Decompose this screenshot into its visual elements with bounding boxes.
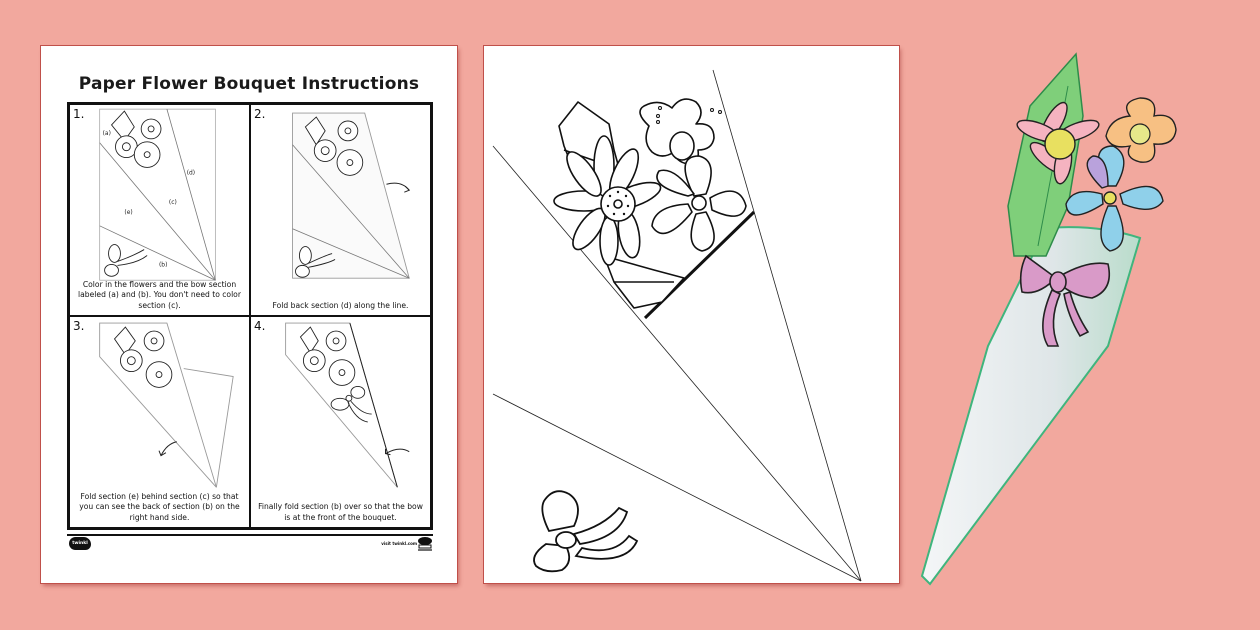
footer-divider: [67, 534, 433, 536]
step-1-cell: (a) (d) (c) (e) (b) 1. Color in the flow…: [69, 104, 250, 316]
page-title: Paper Flower Bouquet Instructions: [78, 74, 420, 94]
footer-url: visit twinkl.com: [381, 541, 417, 546]
step-caption: Color in the flowers and the bow section…: [78, 279, 241, 310]
step-caption: Finally fold section (b) over so that th…: [258, 502, 423, 522]
cone-template-illustration: [492, 69, 862, 582]
brand-logo: twinkl: [69, 537, 91, 550]
template-page: [484, 46, 899, 583]
step-1-illustration: (a) (d) (c) (e) (b): [99, 108, 216, 281]
step-number: 3.: [73, 319, 85, 333]
step-number: 4.: [254, 319, 266, 333]
step-4-cell: 4. Finally fold section (b) over so that…: [250, 316, 431, 528]
step-3-cell: 3. Fold section (e) behind section (c) s…: [69, 316, 250, 528]
step-number: 2.: [254, 107, 266, 121]
step-caption: Fold back section (d) along the line.: [272, 300, 409, 310]
step-2-illustration: [292, 112, 411, 279]
footer-badge-icon: [418, 537, 432, 551]
svg-text:(d): (d): [187, 169, 195, 176]
step-number: 1.: [73, 107, 85, 121]
instructions-page: Paper Flower Bouquet Instructions: [41, 46, 457, 583]
step-2-cell: 2. Fold back section (d) along the line.: [250, 104, 431, 316]
step-caption: Fold section (e) behind section (c) so t…: [79, 491, 240, 522]
finished-bouquet-photo: [920, 52, 1177, 586]
svg-text:(c): (c): [169, 199, 177, 206]
svg-text:(b): (b): [159, 261, 167, 268]
steps-grid: (a) (d) (c) (e) (b) 1. Color in the flow…: [67, 102, 433, 530]
step-4-illustration: [285, 322, 410, 488]
svg-text:(e): (e): [124, 209, 132, 216]
svg-text:(a): (a): [103, 130, 111, 137]
step-3-illustration: [99, 322, 234, 488]
